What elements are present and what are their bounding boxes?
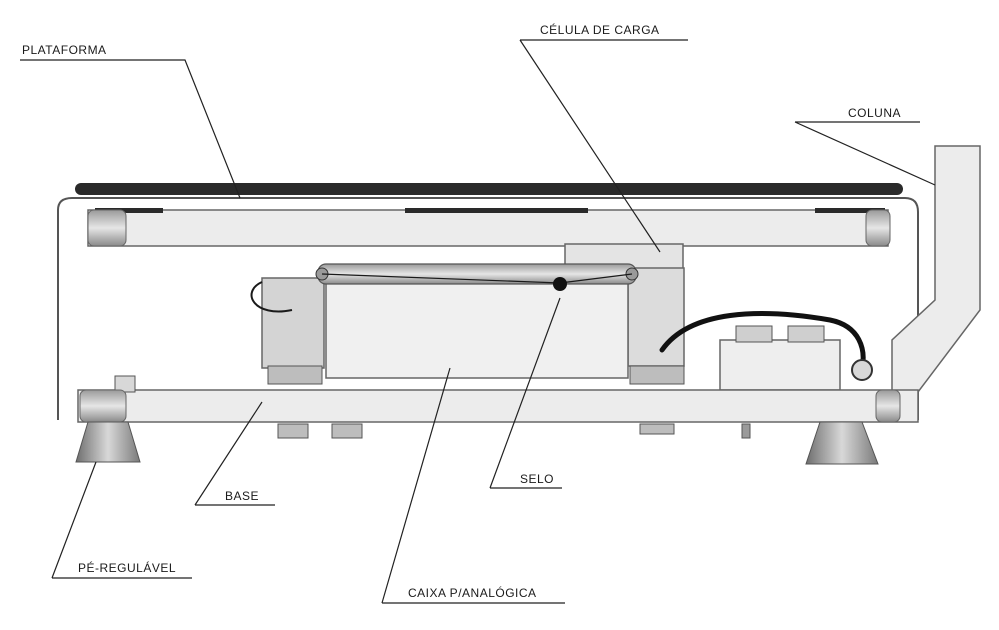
beam-strip-center	[405, 208, 588, 213]
platform-top-plate	[75, 183, 903, 195]
connector-box	[719, 339, 841, 391]
label-caixa-analogica: CAIXA P/ANALÓGICA	[408, 586, 537, 600]
box-left-bracket	[261, 277, 325, 369]
seal-dot	[553, 277, 567, 291]
upper-roller-left	[87, 209, 127, 247]
leader-coluna	[794, 121, 936, 186]
leader-caixa	[381, 367, 565, 604]
column	[891, 145, 981, 393]
foot-left	[75, 421, 141, 463]
analog-box-body	[325, 275, 629, 379]
leader-pe	[51, 461, 192, 579]
upper-roller-right	[865, 209, 891, 247]
connector-plug-2	[787, 325, 825, 343]
platform-frame	[57, 197, 919, 420]
bolt-right	[629, 365, 685, 385]
foot-right	[805, 421, 879, 465]
base-roller-left	[79, 389, 127, 423]
label-base: BASE	[225, 489, 260, 503]
left-wire	[250, 281, 293, 313]
fitting-4	[741, 423, 751, 439]
leader-selo	[489, 297, 562, 489]
label-plataforma: PLATAFORMA	[22, 43, 107, 57]
label-coluna: COLUNA	[848, 106, 902, 120]
beam-strip-left	[95, 208, 163, 213]
load-cell-cable	[659, 311, 866, 371]
analog-box-top-rod	[317, 263, 637, 285]
fitting-1	[277, 423, 309, 439]
fitting-3	[639, 423, 675, 435]
label-celula-de-carga: CÉLULA DE CARGA	[540, 23, 660, 37]
label-pe-regulavel: PÉ-REGULÁVEL	[78, 561, 177, 575]
fitting-2	[331, 423, 363, 439]
load-cell-body	[627, 267, 685, 367]
base-plate	[77, 389, 919, 423]
leader-base	[194, 401, 275, 506]
base-roller-right	[875, 389, 901, 423]
beam-strip-right	[815, 208, 885, 213]
upper-beam	[87, 209, 889, 247]
label-selo: SELO	[520, 472, 555, 486]
leader-plataforma	[20, 59, 241, 199]
column-grommet	[851, 359, 873, 381]
leader-celula	[519, 39, 688, 253]
bolt-left	[267, 365, 323, 385]
connector-plug-1	[735, 325, 773, 343]
